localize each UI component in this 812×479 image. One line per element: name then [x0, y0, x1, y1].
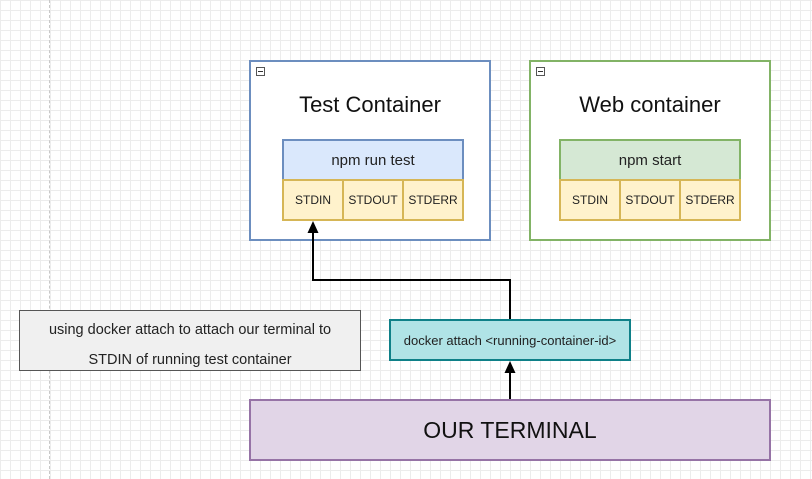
arrowhead-icon — [504, 361, 516, 373]
collapse-icon[interactable] — [536, 67, 545, 76]
web-streams-row: STDIN STDOUT STDERR — [559, 179, 741, 221]
test-container-title: Test Container — [299, 92, 441, 117]
web-container-title: Web container — [579, 92, 721, 117]
web-process-label: npm start — [618, 151, 682, 169]
test-stdout-box[interactable]: STDOUT — [342, 179, 404, 221]
web-stdin-box[interactable]: STDIN — [559, 179, 621, 221]
web-stdout-box[interactable]: STDOUT — [619, 179, 681, 221]
arrowhead-icon — [307, 221, 319, 233]
test-stdin-label: STDIN — [295, 193, 331, 207]
test-streams-row: STDIN STDOUT STDERR — [282, 179, 464, 221]
test-stderr-box[interactable]: STDERR — [402, 179, 464, 221]
explanation-note[interactable]: using docker attach to attach our termin… — [19, 310, 361, 371]
test-stdin-box[interactable]: STDIN — [282, 179, 344, 221]
docker-attach-label: docker attach <running-container-id> — [403, 332, 617, 348]
docker-attach-box[interactable]: docker attach <running-container-id> — [389, 319, 631, 361]
connector-attach-to-stdin — [312, 232, 511, 319]
web-stderr-box[interactable]: STDERR — [679, 179, 741, 221]
test-process-label: npm run test — [331, 151, 415, 169]
test-stdout-label: STDOUT — [348, 193, 398, 207]
our-terminal-label: OUR TERMINAL — [423, 416, 597, 443]
page-guide-line — [49, 0, 50, 479]
our-terminal-box[interactable]: OUR TERMINAL — [249, 399, 771, 461]
web-stdout-label: STDOUT — [625, 193, 675, 207]
web-stdin-label: STDIN — [572, 193, 608, 207]
note-line-1: using docker attach to attach our termin… — [48, 322, 332, 338]
collapse-icon[interactable] — [256, 67, 265, 76]
test-stderr-label: STDERR — [408, 193, 458, 207]
web-stderr-label: STDERR — [685, 193, 735, 207]
note-line-2: STDIN of running test container — [88, 352, 292, 368]
